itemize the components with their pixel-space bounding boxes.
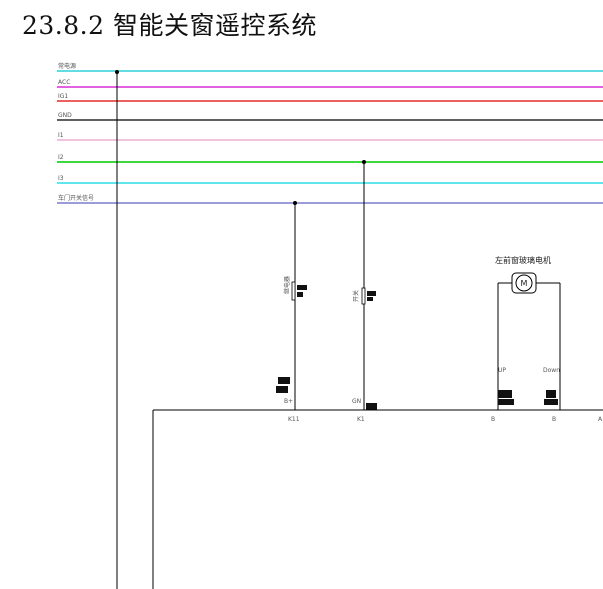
bus-lines [57,70,603,204]
bus-label-4: GND [58,112,72,119]
connector-block [367,291,376,296]
connector-block [276,386,288,393]
window-motor-assembly: 左前窗玻璃电机 M UP Down B B A [491,255,603,423]
bus-label-3: IG1 [58,93,68,100]
bus-label-2: ACC [58,79,70,86]
switch-up-contact [498,399,514,405]
bus-label-7: I3 [58,175,64,182]
switch-down-label: Down [543,367,560,374]
main-feed-wire [115,70,119,589]
switch-contact [361,287,366,305]
bus-label-8: 车门开关信号 [58,194,94,202]
switch-up-contact [498,390,512,398]
pin-label: K1 [357,416,365,423]
branch-relay-2: 开关 GN K1 [352,160,377,423]
connector-block [297,285,307,290]
switch-up-label: UP [498,367,506,374]
pin-label: K11 [288,416,300,423]
bus-label-6: I2 [58,154,64,161]
relay-coil [291,281,296,301]
pin-label: B [491,416,495,423]
bus-label-1: 常电源 [58,62,76,70]
relay-1-label: 继电器 [283,276,291,294]
relay-2-label: 开关 [352,290,360,302]
branch-relay-1: 继电器 B+ K11 [276,201,307,423]
connector-block [297,292,303,297]
contact-label-2: GN [352,398,361,405]
motor-label: 左前窗玻璃电机 [495,255,551,265]
contact-label-1: B+ [284,398,293,405]
connector-block [366,403,377,410]
connector-block [278,377,290,384]
bus-label-5: I1 [58,132,64,139]
bus-labels: 常电源 ACC IG1 GND I1 I2 I3 车门开关信号 [58,62,94,202]
control-module-outline [152,409,603,589]
page-title: 23.8.2 智能关窗遥控系统 [22,11,317,40]
switch-down-contact [544,399,558,405]
pin-label: B [552,416,556,423]
motor-icon-rotor [515,274,533,292]
motor-symbol: M [521,279,528,288]
connector-block [367,297,373,301]
pin-label: A [598,416,603,423]
switch-down-contact [546,390,556,398]
